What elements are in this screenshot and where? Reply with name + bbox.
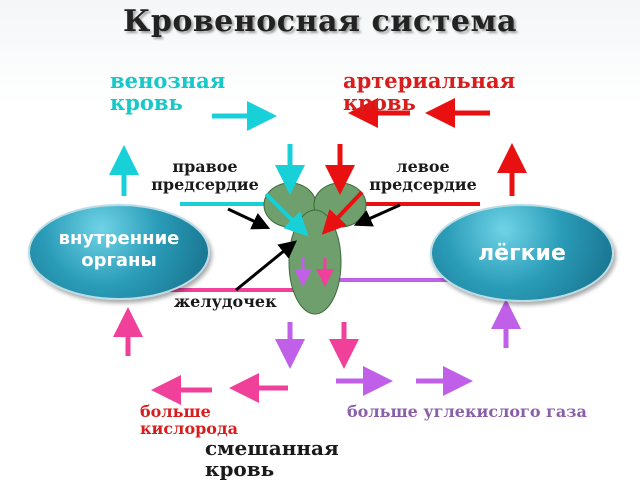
pointer-ventricle	[235, 240, 297, 292]
venous-arrow-diagonal	[264, 192, 309, 237]
internal-organs-label: внутренние органы	[58, 228, 180, 271]
lungs-label: лёгкие	[478, 241, 566, 266]
page-title: Кровеносная система	[123, 4, 517, 39]
internal-organs-node: внутренние органы	[28, 204, 210, 300]
lungs-node: лёгкие	[430, 204, 614, 302]
pointer-right-atrium	[227, 207, 271, 230]
venous-blood-label: венозная кровь	[110, 68, 226, 116]
ventricle-label: желудочек	[174, 292, 277, 311]
arterial-blood-label: артериальная кровь	[343, 68, 516, 116]
more-oxygen-label: больше кислорода	[140, 402, 239, 438]
right-atrium-label: правое предсердие	[151, 157, 259, 195]
arterial-arrow-diagonal	[321, 190, 364, 235]
more-co2-label: больше углекислого газа	[347, 402, 587, 421]
pointer-left-atrium	[353, 203, 401, 227]
mixed-blood-label: смешанная кровь	[205, 436, 339, 481]
left-atrium-label: левое предсердие	[369, 157, 477, 195]
